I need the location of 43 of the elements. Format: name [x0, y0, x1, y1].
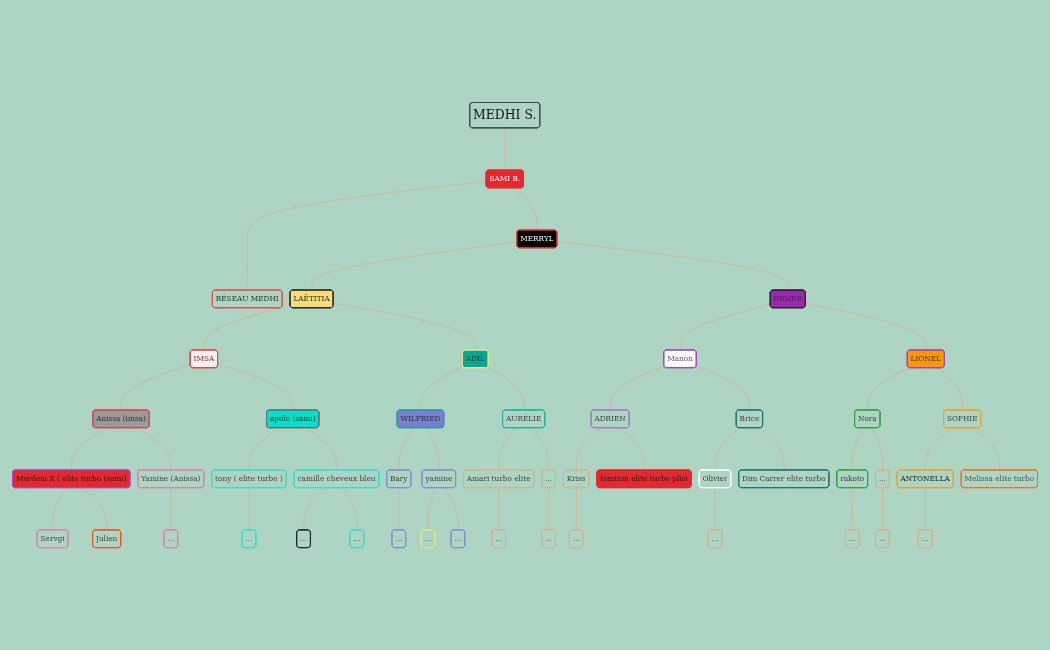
- connector: [805, 302, 927, 351]
- connector: [575, 427, 601, 471]
- connector: [246, 180, 487, 291]
- connector: [135, 427, 172, 471]
- connector: [71, 427, 107, 471]
- connector: [575, 487, 577, 531]
- connector: [342, 487, 358, 531]
- connector: [609, 365, 665, 411]
- connector: [530, 427, 550, 471]
- connector: [398, 427, 415, 471]
- connector: [427, 487, 437, 531]
- connector: [305, 427, 338, 471]
- connector: [924, 487, 926, 531]
- connector: [679, 303, 771, 351]
- connector: [420, 365, 464, 411]
- connector: [620, 427, 645, 471]
- connector: [303, 487, 328, 531]
- connector: [695, 365, 751, 411]
- connector: [556, 241, 789, 291]
- connector: [936, 367, 963, 411]
- connector: [871, 427, 884, 471]
- connector: [332, 302, 477, 351]
- connector: [852, 427, 864, 471]
- connector: [444, 487, 459, 531]
- connector: [203, 304, 291, 351]
- connector: [714, 427, 740, 471]
- connector: [498, 427, 517, 471]
- connector: [311, 241, 518, 291]
- connector: [81, 487, 108, 531]
- connector: [248, 427, 281, 471]
- connector: [851, 487, 853, 531]
- connector: [925, 427, 952, 471]
- connector: [487, 366, 525, 411]
- connector: [52, 487, 67, 531]
- connector: [120, 363, 191, 411]
- connector: [217, 363, 294, 411]
- connector: [973, 427, 1000, 471]
- connector: [759, 427, 785, 471]
- connector: [882, 487, 884, 531]
- connector: [514, 187, 538, 231]
- connector: [425, 427, 440, 471]
- connector: [548, 487, 550, 531]
- connector: [867, 367, 910, 411]
